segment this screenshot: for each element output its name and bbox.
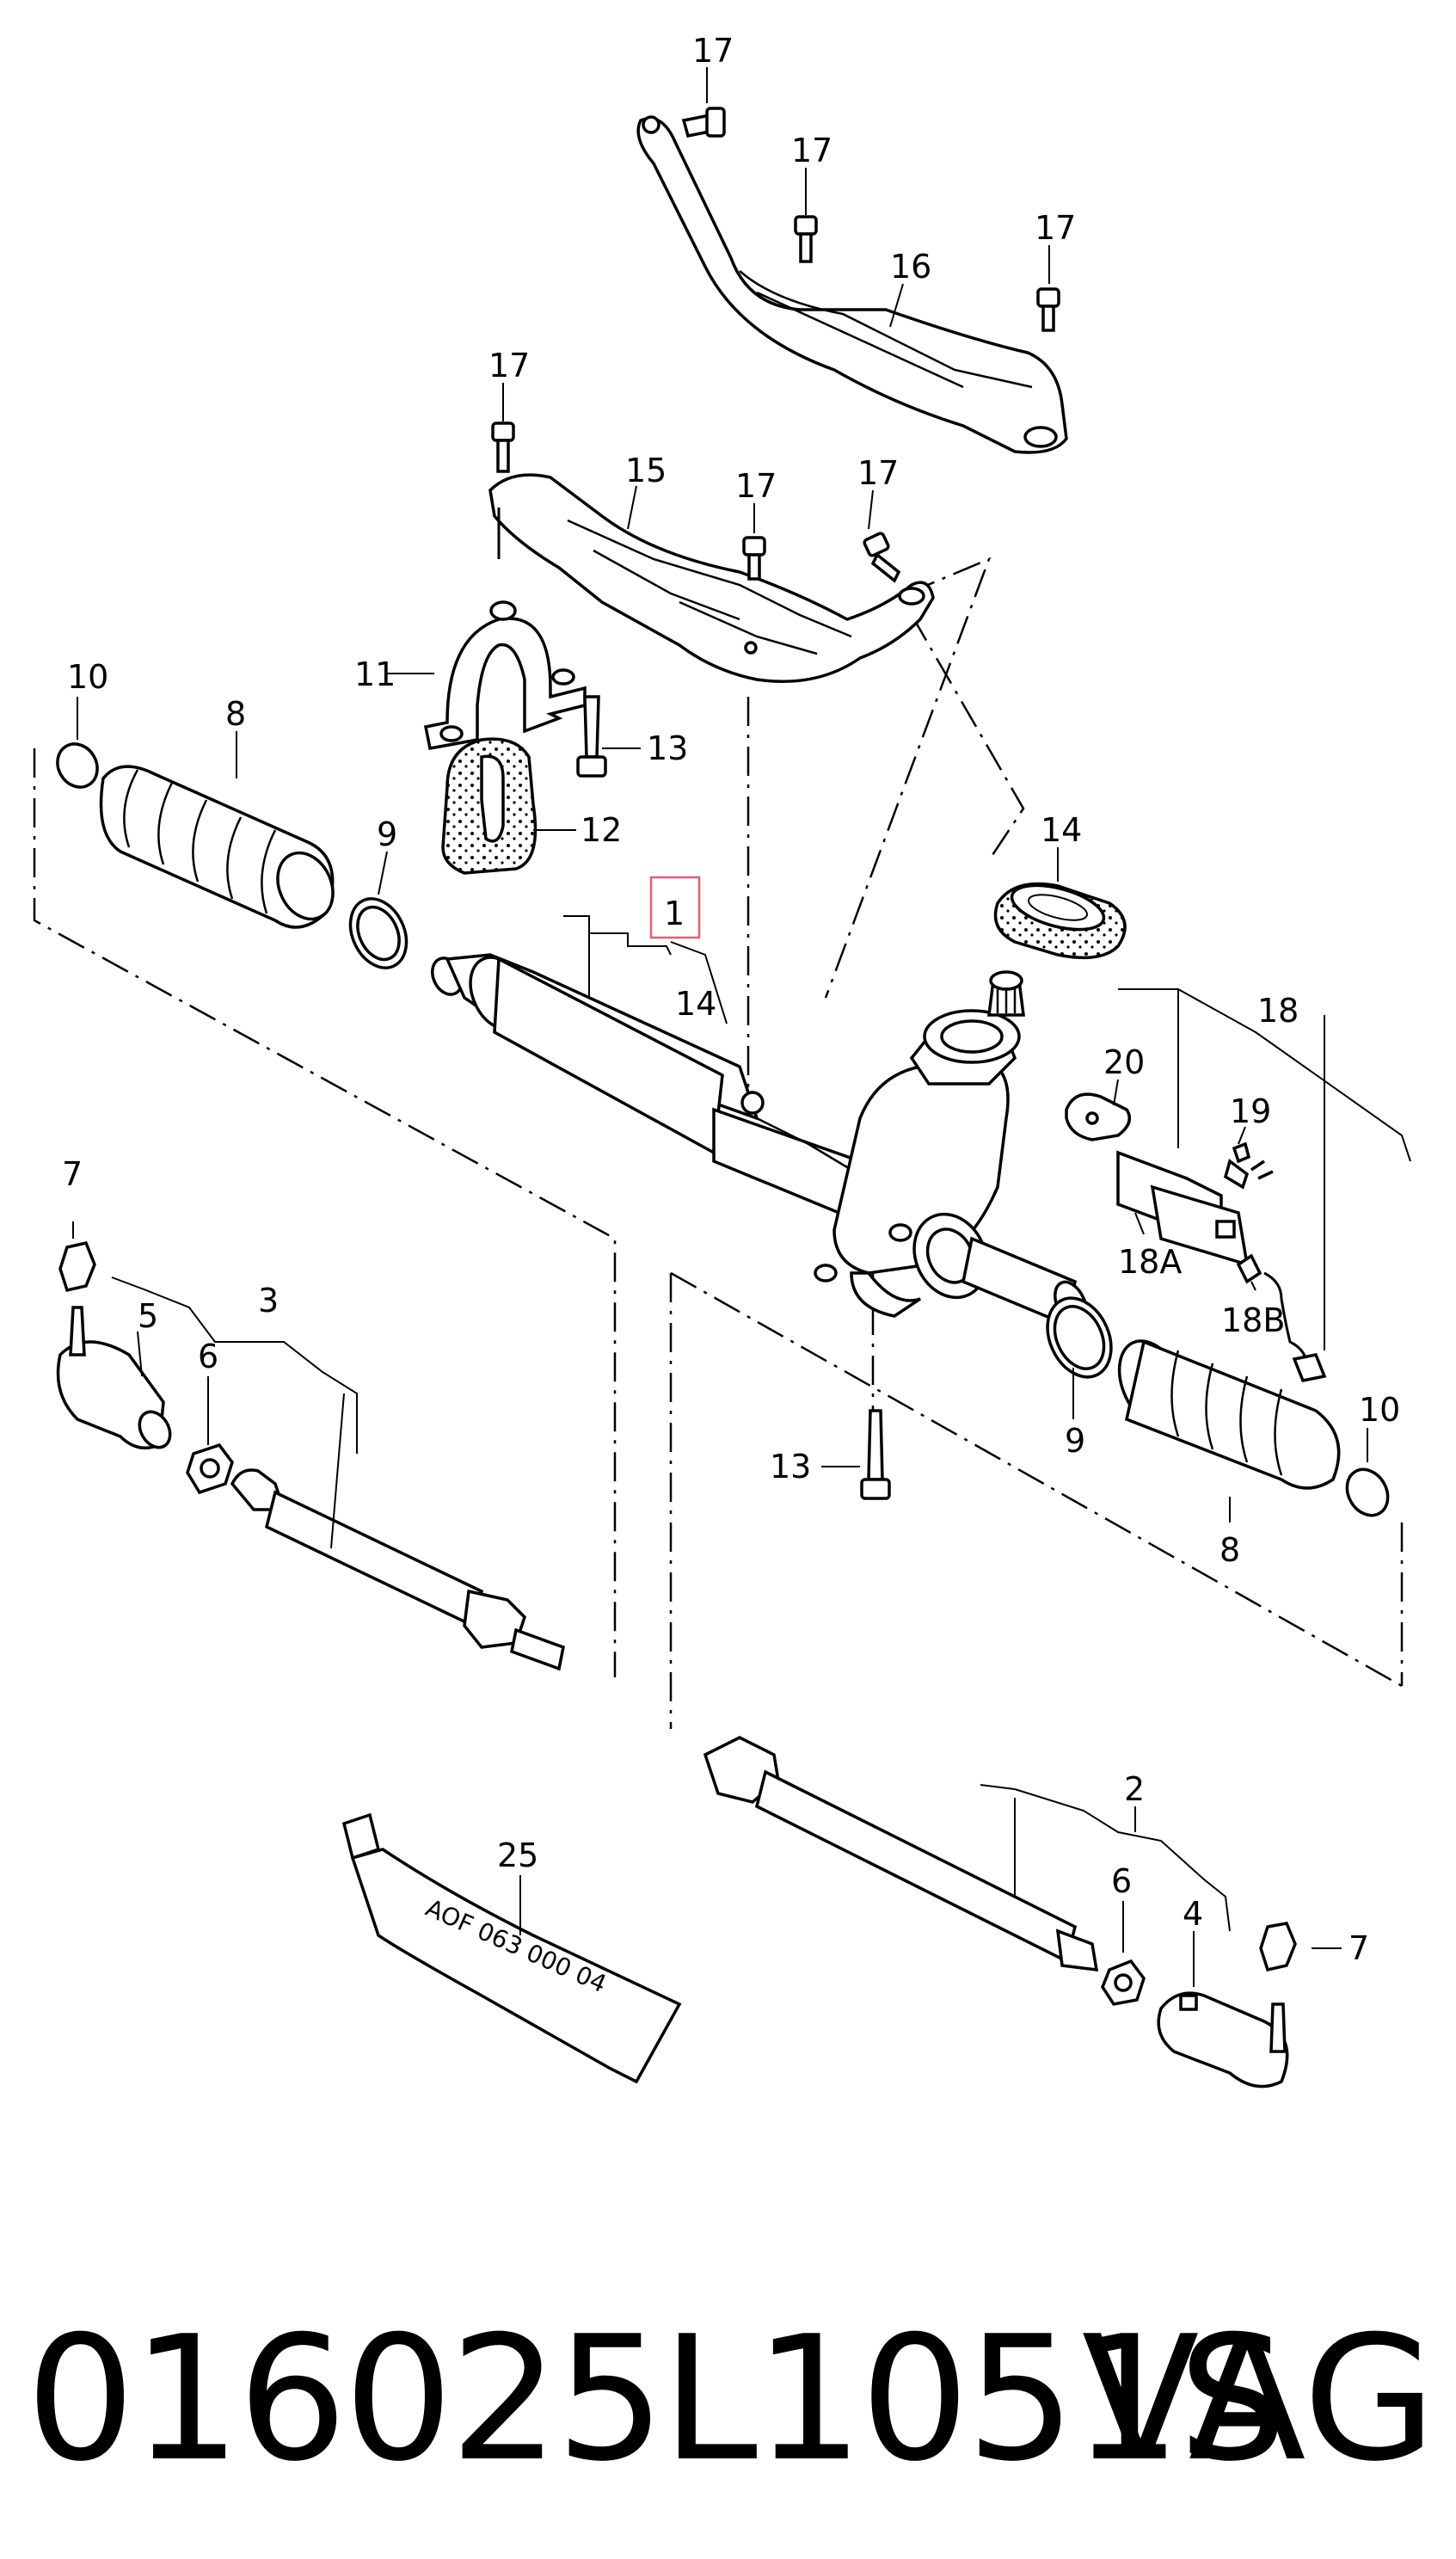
callout-17d: 17 bbox=[488, 347, 530, 384]
bolt-17a bbox=[681, 107, 726, 138]
callout-20: 20 bbox=[1103, 1043, 1145, 1081]
callout-7a: 7 bbox=[62, 1155, 83, 1193]
callout-11: 11 bbox=[354, 655, 396, 693]
callout-15: 15 bbox=[625, 452, 667, 489]
callout-18: 18 bbox=[1257, 992, 1299, 1030]
tie-rod-2-right bbox=[703, 1736, 1297, 2088]
part-number: 016025L1051S bbox=[26, 2299, 1287, 2500]
bolt-17d bbox=[491, 421, 515, 473]
bracket-15 bbox=[488, 473, 935, 683]
bolt-17e bbox=[742, 536, 766, 581]
pad-14 bbox=[993, 882, 1127, 960]
tie-rod-3-left bbox=[56, 1240, 566, 1671]
boot-8-right bbox=[1046, 1296, 1390, 1517]
screw-13a bbox=[576, 695, 607, 778]
callout-13a: 13 bbox=[647, 729, 688, 767]
bolt-17b bbox=[794, 215, 818, 263]
callout-17c: 17 bbox=[1035, 209, 1076, 247]
footer: 016025L1051S VAG bbox=[26, 2288, 1436, 2512]
callout-17f: 17 bbox=[857, 454, 899, 492]
callout-10b: 10 bbox=[1359, 1391, 1400, 1429]
callout-9b: 9 bbox=[1065, 1422, 1085, 1460]
callout-18B: 18B bbox=[1221, 1301, 1285, 1339]
callout-12: 12 bbox=[581, 811, 622, 849]
callout-8b: 8 bbox=[1219, 1531, 1240, 1569]
callout-2: 2 bbox=[1124, 1770, 1145, 1808]
callout-25: 25 bbox=[497, 1836, 538, 1874]
leader-lines bbox=[72, 67, 1411, 1987]
callout-6b: 6 bbox=[1111, 1862, 1132, 1900]
screw-13b bbox=[860, 1409, 891, 1500]
bracket-16 bbox=[636, 115, 1068, 454]
callout-6a: 6 bbox=[198, 1338, 218, 1375]
callout-18A: 18A bbox=[1118, 1243, 1182, 1281]
bolt-17f bbox=[863, 532, 901, 583]
callout-3: 3 bbox=[258, 1282, 279, 1319]
callout-labels: 17 17 17 16 17 15 17 17 10 8 11 13 12 9 … bbox=[62, 32, 1400, 1967]
sensor-18-group bbox=[1065, 1092, 1327, 1383]
callout-14a: 14 bbox=[675, 985, 716, 1023]
callout-19: 19 bbox=[1230, 1092, 1271, 1130]
callout-1-highlight bbox=[649, 876, 701, 939]
callout-5: 5 bbox=[138, 1297, 158, 1335]
bolt-17c bbox=[1036, 287, 1060, 332]
callout-1: 1 bbox=[664, 895, 685, 932]
callout-14b: 14 bbox=[1041, 811, 1082, 849]
bushing-12 bbox=[441, 737, 538, 875]
callout-17a: 17 bbox=[692, 32, 734, 70]
steering-rack-1 bbox=[431, 953, 1088, 1327]
boot-8-left bbox=[56, 742, 409, 969]
callout-16: 16 bbox=[890, 248, 931, 286]
callout-13b: 13 bbox=[770, 1448, 811, 1486]
clamp-11 bbox=[423, 600, 587, 751]
callout-17b: 17 bbox=[791, 132, 832, 169]
bolts bbox=[491, 107, 1060, 1500]
assembly-outline-lines bbox=[33, 557, 1404, 1729]
callout-9a: 9 bbox=[377, 815, 397, 853]
callout-8a: 8 bbox=[225, 695, 246, 733]
callout-10a: 10 bbox=[67, 658, 108, 696]
brand-name: VAG bbox=[1081, 2299, 1436, 2500]
callout-7b: 7 bbox=[1348, 1929, 1369, 1967]
grease-tube-25 bbox=[341, 1812, 682, 2084]
callout-4: 4 bbox=[1183, 1895, 1203, 1933]
callout-17e: 17 bbox=[735, 467, 777, 505]
